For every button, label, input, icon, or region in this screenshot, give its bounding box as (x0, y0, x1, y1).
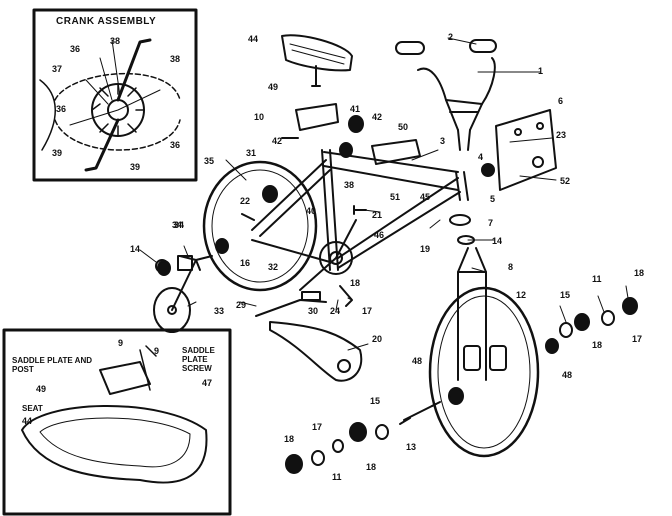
part-number-label: 7 (488, 218, 494, 228)
crank-assembly-inset (32, 8, 198, 182)
crank-label: 36 (70, 44, 81, 54)
part-number-label: 40 (306, 206, 317, 216)
crank-label: 39 (130, 162, 141, 172)
part-number-label: 18 (284, 434, 295, 444)
part-number-label: 48 (562, 370, 573, 380)
part-number-label: 13 (406, 442, 417, 452)
seat-inset (2, 328, 232, 516)
part-number-label: 31 (246, 148, 257, 158)
part-number-label: 34 (174, 220, 185, 230)
crank-label: 38 (110, 36, 121, 46)
crank-label: 36 (170, 140, 181, 150)
part-number-label: 18 (366, 462, 377, 472)
part-number-label: 12 (516, 290, 527, 300)
part-number-label: 42 (272, 136, 283, 146)
seat-inset-small-label: 9 (154, 346, 160, 356)
part-number-label: 34 (172, 220, 183, 230)
saddle-plate-screw-number: 47 (202, 378, 213, 388)
chain-guard (269, 321, 363, 382)
part-number-label: 20 (372, 334, 383, 344)
part-number-label: 4 (478, 152, 484, 162)
part-number-label: 52 (560, 176, 571, 186)
part-number-label: 49 (268, 82, 279, 92)
seat-caption: SEAT (22, 404, 43, 413)
nuts-washers (157, 115, 638, 474)
rear-wheel (202, 160, 318, 292)
saddle-plate-post-caption: SADDLE PLATE AND POST (12, 356, 92, 374)
frame (251, 149, 469, 291)
part-number-label: 15 (370, 396, 381, 406)
seat-inset-small-label: 9 (118, 338, 124, 348)
saddle-plate-post-number: 49 (36, 384, 47, 394)
part-number-label: 18 (592, 340, 603, 350)
number-plate (495, 109, 557, 191)
part-number-label: 45 (420, 192, 431, 202)
part-number-label: 5 (490, 194, 496, 204)
part-number-label: 44 (248, 34, 259, 44)
part-number-label: 21 (372, 210, 383, 220)
part-number-label: 30 (308, 306, 319, 316)
part-number-label: 46 (374, 230, 385, 240)
part-number-label: 18 (350, 278, 361, 288)
part-number-label: 38 (344, 180, 355, 190)
part-number-label: 15 (560, 290, 571, 300)
crank-label: 37 (52, 64, 63, 74)
part-number-label: 18 (634, 268, 645, 278)
part-number-label: 16 (240, 258, 251, 268)
leader-lines (139, 37, 629, 351)
seat-number: 44 (22, 416, 33, 426)
part-number-label: 41 (350, 104, 361, 114)
part-number-label: 35 (204, 156, 215, 166)
part-number-label: 51 (390, 192, 401, 202)
front-fork (457, 247, 507, 381)
pads (295, 103, 421, 165)
part-number-label: 50 (398, 122, 409, 132)
part-number-label: 3 (440, 136, 446, 146)
part-number-label: 22 (240, 196, 251, 206)
part-number-label: 48 (412, 356, 423, 366)
part-number-label: 23 (556, 130, 567, 140)
saddle-plate-screw-caption: SADDLE PLATE SCREW (182, 346, 215, 373)
crank-label: 38 (170, 54, 181, 64)
training-wheel (153, 255, 213, 333)
part-number-label: 17 (362, 306, 373, 316)
crank-label: 39 (52, 148, 63, 158)
front-wheel (428, 286, 540, 458)
part-number-label: 33 (214, 306, 225, 316)
part-number-label: 17 (632, 334, 643, 344)
crank-assembly-title: CRANK ASSEMBLY (56, 16, 157, 27)
seat-top (281, 34, 353, 87)
part-number-label: 8 (508, 262, 514, 272)
part-number-label: 42 (372, 112, 383, 122)
part-number-label: 2 (448, 32, 454, 42)
part-number-label: 11 (592, 274, 602, 284)
part-number-label: 14 (130, 244, 141, 254)
axle (399, 401, 441, 425)
part-number-label: 1 (538, 66, 544, 76)
part-number-label: 11 (332, 472, 342, 482)
part-number-label: 6 (558, 96, 564, 106)
washers (311, 214, 615, 466)
part-number-label: 24 (330, 306, 341, 316)
crank-label: 36 (56, 104, 67, 114)
part-number-label: 14 (492, 236, 503, 246)
handlebar-assembly (395, 39, 497, 151)
part-number-label: 32 (268, 262, 279, 272)
part-number-label: 19 (420, 244, 431, 254)
part-number-label: 29 (236, 300, 247, 310)
part-number-label: 10 (254, 112, 265, 122)
part-number-label: 17 (312, 422, 323, 432)
